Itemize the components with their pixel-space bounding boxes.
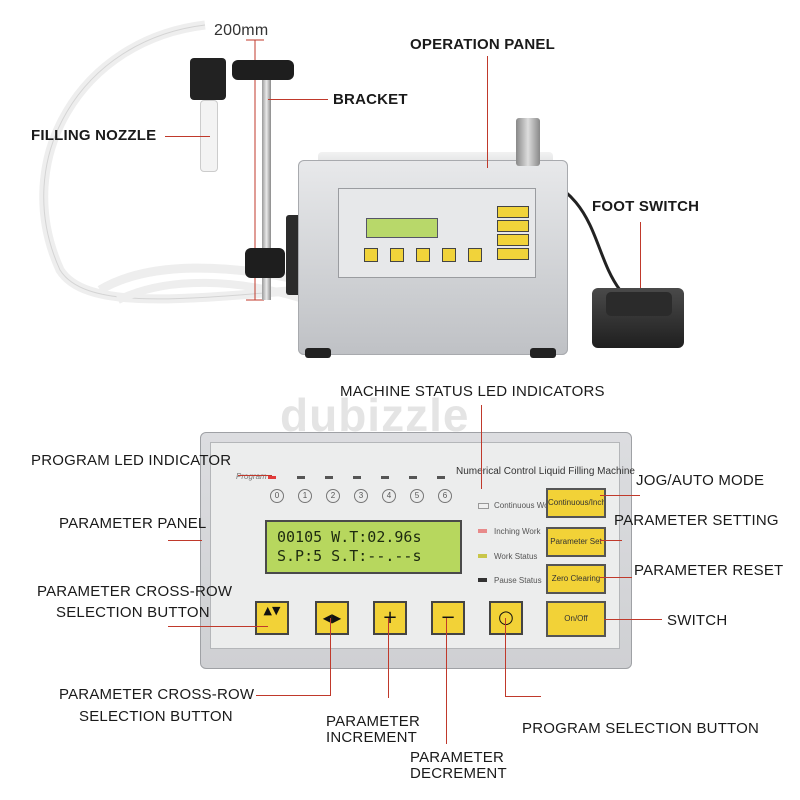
- leader-line: [388, 618, 389, 698]
- program-led: [437, 476, 445, 479]
- left-right-arrow-icon: ◀▶: [322, 611, 342, 625]
- decrement-label-a: PARAMETER: [410, 749, 505, 766]
- dimension-label: 200mm: [214, 22, 269, 39]
- program-led-label: PROGRAM LED INDICATOR: [31, 452, 232, 469]
- leader-line: [600, 577, 632, 578]
- mini-key: [468, 248, 482, 262]
- leader-line: [505, 696, 541, 697]
- lcd-line-2: S.P:5 S.T:--.--s: [277, 547, 422, 565]
- mini-key: [390, 248, 404, 262]
- cross-row-label-2a: PARAMETER CROSS-ROW: [59, 686, 255, 703]
- plus-icon: +: [382, 607, 398, 628]
- program-number: 3: [354, 489, 368, 503]
- mini-side-button: [497, 248, 529, 260]
- bracket-rod: [262, 70, 271, 300]
- bracket-arm: [232, 60, 294, 80]
- bracket-label: BRACKET: [333, 91, 408, 108]
- machine-status-leds-label: MACHINE STATUS LED INDICATORS: [340, 383, 605, 400]
- program-number: 2: [326, 489, 340, 503]
- program-number: 4: [382, 489, 396, 503]
- lcd-line-1: 00105 W.T:02.96s: [277, 528, 422, 546]
- program-selection-label: PROGRAM SELECTION BUTTON: [522, 720, 760, 737]
- increment-label-b: INCREMENT: [326, 729, 417, 746]
- program-label: Program: [236, 472, 267, 481]
- parameter-reset-label: PARAMETER RESET: [634, 562, 784, 579]
- leader-line: [604, 619, 662, 620]
- leader-line: [446, 618, 447, 744]
- increment-label-a: PARAMETER: [326, 713, 421, 730]
- program-led: [381, 476, 389, 479]
- status-led-inching: [478, 529, 487, 533]
- mini-side-button: [497, 234, 529, 246]
- switch-label: SWITCH: [667, 612, 728, 629]
- continuous-inching-button[interactable]: Continuous/Inchin: [546, 488, 606, 518]
- cross-row-label-1a: PARAMETER CROSS-ROW: [37, 583, 233, 600]
- mini-key: [416, 248, 430, 262]
- leader-line: [640, 222, 641, 288]
- leader-line: [268, 99, 328, 100]
- leader-line: [505, 618, 506, 697]
- bracket-base-clamp: [245, 248, 285, 278]
- cross-row-label-2b: SELECTION BUTTON: [79, 708, 233, 725]
- program-number: 1: [298, 489, 312, 503]
- foot-switch-label: FOOT SWITCH: [592, 198, 700, 215]
- parameter-set-button[interactable]: Parameter Set: [546, 527, 606, 557]
- mini-side-button: [497, 220, 529, 232]
- mini-key: [442, 248, 456, 262]
- program-led: [268, 476, 276, 479]
- parameter-setting-label: PARAMETER SETTING: [614, 512, 779, 529]
- program-led: [353, 476, 361, 479]
- nozzle-clamp: [190, 58, 226, 100]
- program-number: 5: [410, 489, 424, 503]
- machine-name: Numerical Control Liquid Filling Machine: [456, 466, 635, 477]
- machine-foot: [530, 348, 556, 358]
- minus-icon: −: [440, 607, 456, 628]
- status-led-pause: [478, 578, 487, 582]
- foot-switch-pedal: [606, 292, 672, 316]
- up-down-arrow-icon: ▲▼: [263, 604, 281, 617]
- cross-row-up-down-button[interactable]: ▲▼: [255, 601, 289, 635]
- program-number: 0: [270, 489, 284, 503]
- status-inching-work: Inching Work: [494, 527, 541, 536]
- status-led-work: [478, 554, 487, 558]
- circle-icon: ○: [498, 607, 514, 628]
- leader-line: [168, 540, 202, 541]
- machine-foot: [305, 348, 331, 358]
- increment-button[interactable]: +: [373, 601, 407, 635]
- decrement-label-b: DECREMENT: [410, 765, 507, 782]
- cross-row-label-1b: SELECTION BUTTON: [56, 604, 210, 621]
- filling-nozzle-label: FILLING NOZZLE: [31, 127, 157, 144]
- leader-line: [168, 626, 268, 627]
- leader-line: [600, 540, 622, 541]
- leader-line: [256, 695, 331, 696]
- operation-panel-label: OPERATION PANEL: [410, 36, 555, 53]
- status-led-continuous: [478, 503, 489, 509]
- program-selection-button[interactable]: ○: [489, 601, 523, 635]
- lcd-display: 00105 W.T:02.96s S.P:5 S.T:--.--s: [265, 520, 462, 574]
- jog-auto-label: JOG/AUTO MODE: [636, 472, 765, 489]
- status-work: Work Status: [494, 552, 538, 561]
- leader-line: [487, 56, 488, 168]
- leader-line: [238, 475, 272, 476]
- mini-key: [364, 248, 378, 262]
- parameter-panel-label: PARAMETER PANEL: [59, 515, 207, 532]
- status-continuous-work: Continuous Work: [494, 501, 556, 510]
- leader-line: [165, 136, 210, 137]
- status-pause: Pause Status: [494, 576, 542, 585]
- leader-line: [481, 405, 482, 489]
- program-number: 6: [438, 489, 452, 503]
- decrement-button[interactable]: −: [431, 601, 465, 635]
- leader-line: [330, 618, 331, 696]
- program-led: [297, 476, 305, 479]
- zero-clearing-button[interactable]: Zero Clearing: [546, 564, 606, 594]
- on-off-button[interactable]: On/Off: [546, 601, 606, 637]
- cross-row-left-right-button[interactable]: ◀▶: [315, 601, 349, 635]
- mini-side-button: [497, 206, 529, 218]
- mini-lcd: [366, 218, 438, 238]
- program-led: [325, 476, 333, 479]
- program-led: [409, 476, 417, 479]
- leader-line: [600, 495, 640, 496]
- cable-connector: [516, 118, 540, 166]
